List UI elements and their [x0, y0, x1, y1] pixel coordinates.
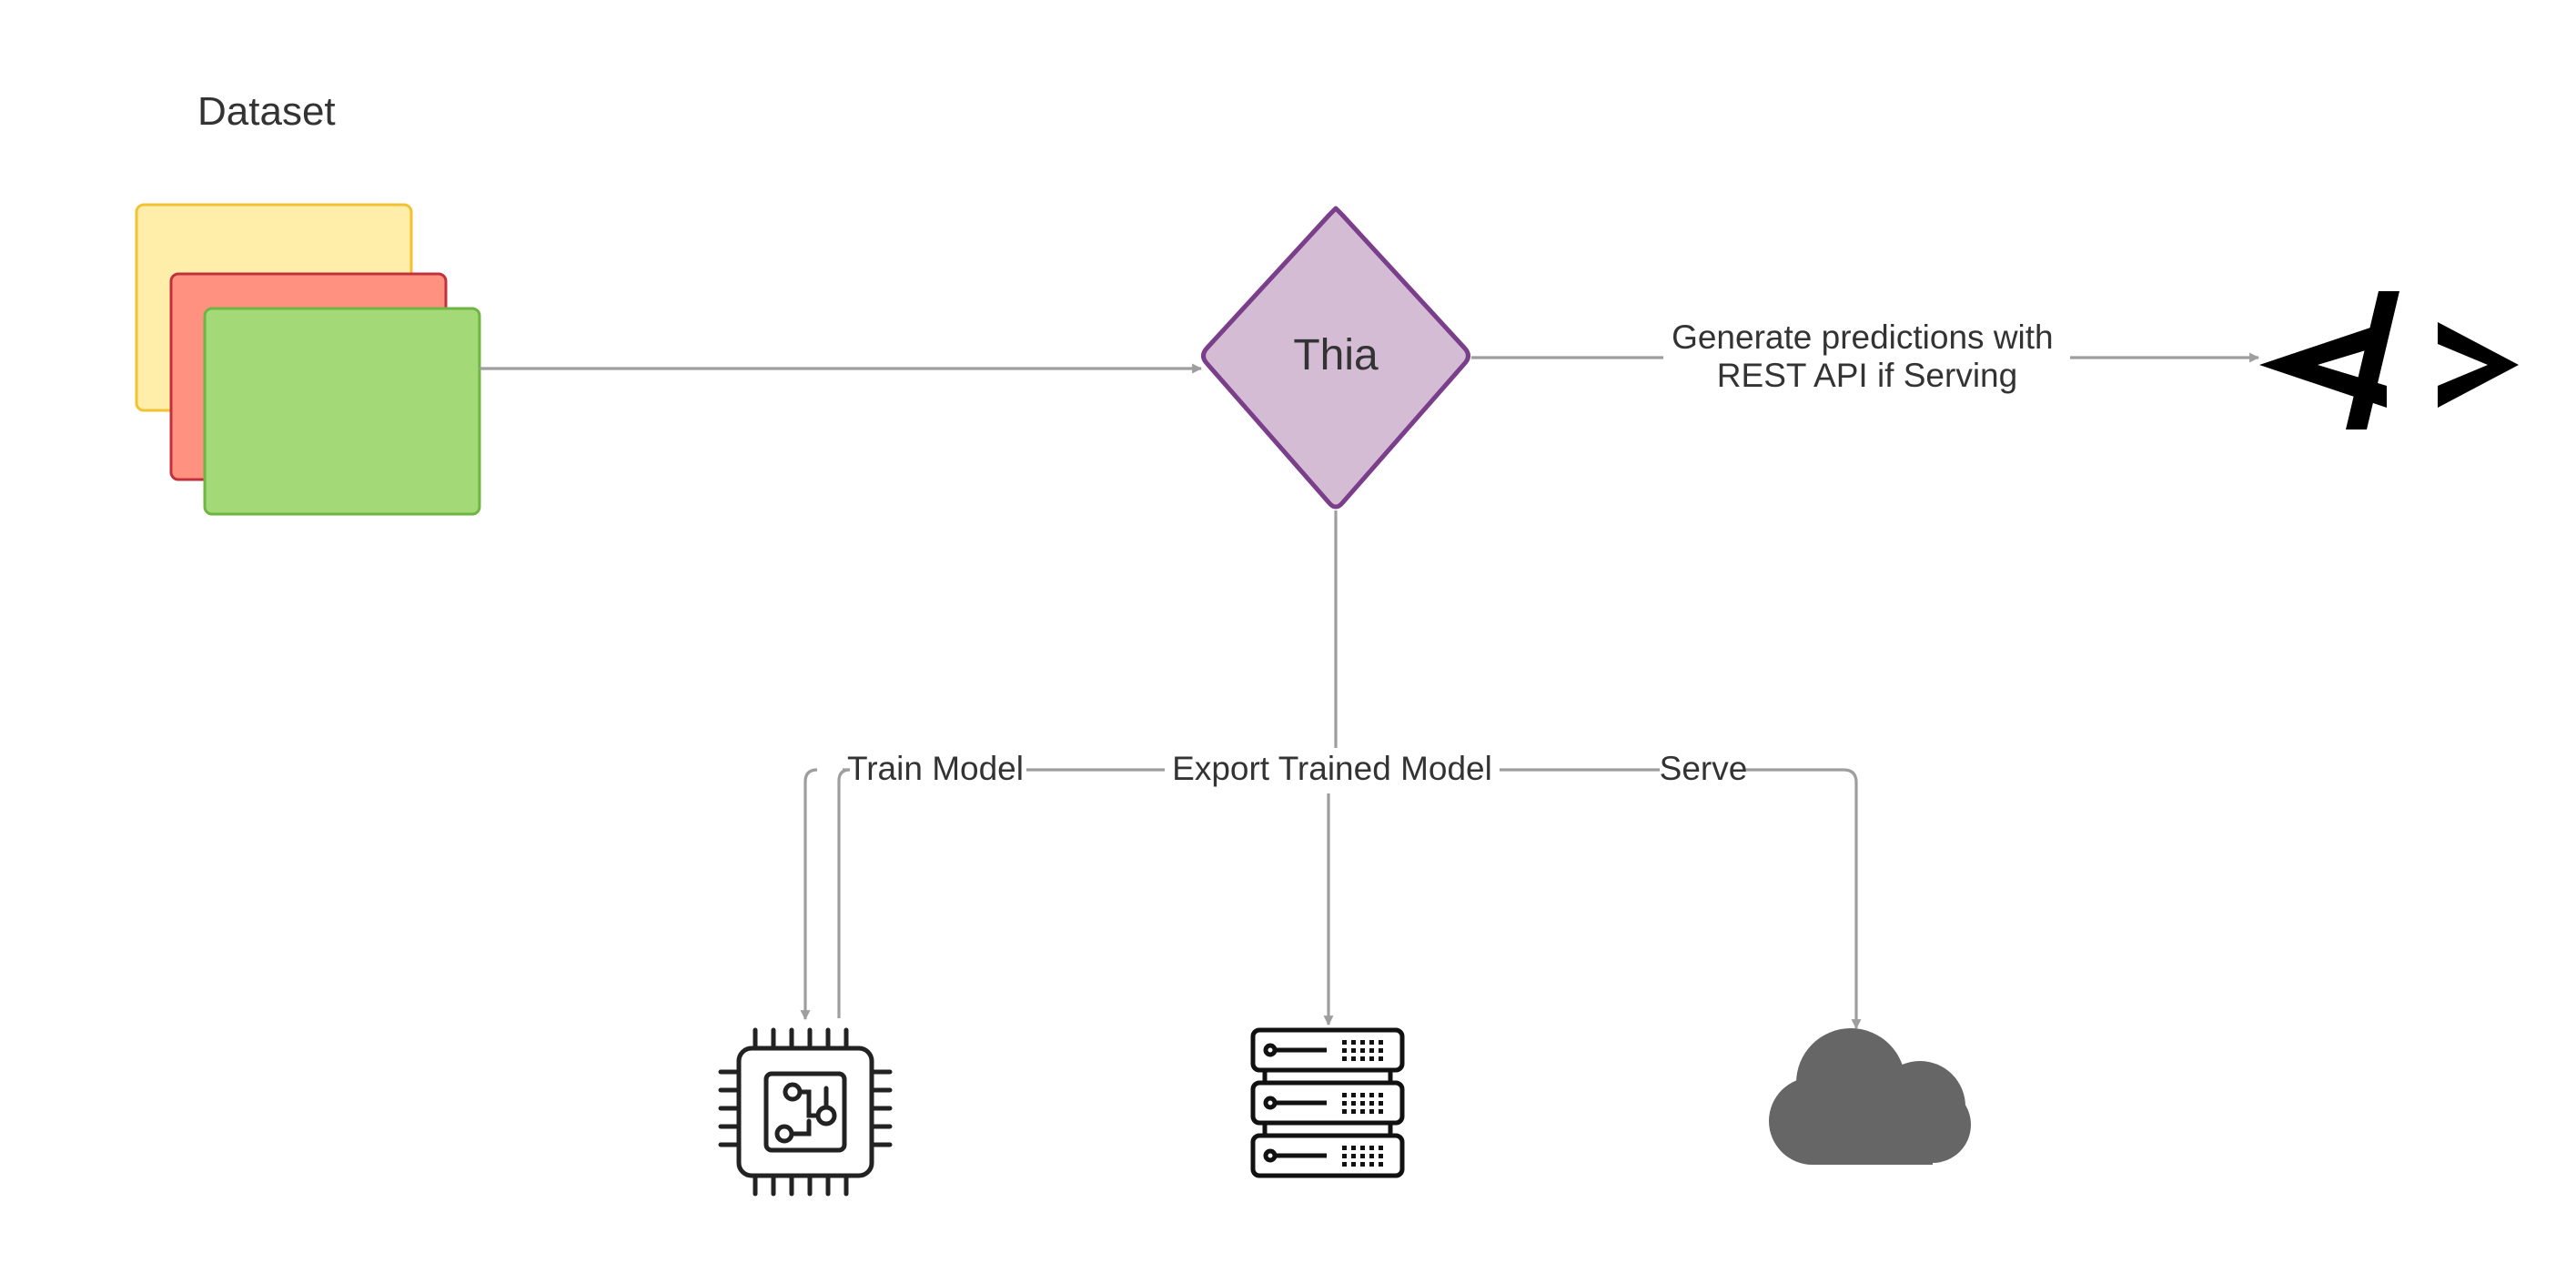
- edge-bus-left-arrow: [800, 768, 818, 1021]
- server-rack-icon: [1250, 1027, 1405, 1178]
- dataset-stack[interactable]: [135, 203, 481, 516]
- thia-diamond: [1201, 206, 1470, 510]
- edge-label-serve: Serve: [1660, 750, 1748, 787]
- edge-label-export-trained-model: Export Trained Model: [1172, 750, 1492, 787]
- code-icon: [2259, 291, 2519, 429]
- thia-label: Thia: [1293, 331, 1379, 379]
- edge-label-train-model: Train Model: [847, 750, 1024, 787]
- dataset-title: Dataset: [197, 89, 336, 134]
- edge-label-generate-predictions: Generate predictions with REST API if Se…: [1672, 318, 2063, 394]
- edge-bus-left: [837, 768, 851, 1018]
- circuit-chip-icon: [718, 1027, 893, 1197]
- thia-node[interactable]: Thia: [1201, 206, 1470, 510]
- cloud-icon: [1769, 1028, 1971, 1165]
- dataset-card-green: [203, 307, 481, 516]
- edge-bus-right: [1745, 768, 1862, 1030]
